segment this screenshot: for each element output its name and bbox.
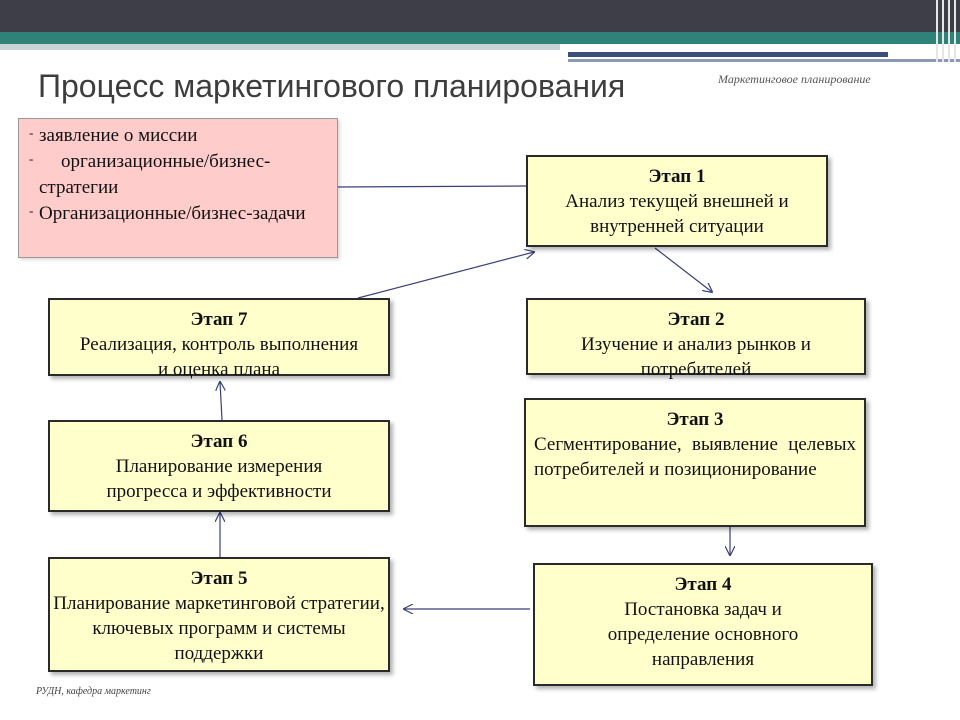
stage-1-box: Этап 1 Анализ текущей внешней и внутренн… bbox=[526, 155, 828, 247]
header-dark-bar bbox=[0, 0, 960, 32]
header-corner-lines bbox=[932, 0, 960, 62]
dash-bullet: - bbox=[29, 203, 34, 218]
stage-label: Этап 5 bbox=[190, 568, 248, 589]
connector-mission-to-stage1 bbox=[337, 185, 527, 188]
mission-item: - заявление о миссии bbox=[27, 123, 331, 149]
stage-text: Планирование измерения прогресса и эффек… bbox=[106, 456, 332, 502]
dash-bullet: - bbox=[29, 151, 34, 166]
header-note: Маркетинговое планирование bbox=[718, 72, 871, 86]
arrow-stage7-to-stage1 bbox=[357, 252, 534, 299]
header-navy-thin-bar bbox=[568, 59, 960, 62]
mission-box: - заявление о миссии - организационные/б… bbox=[18, 118, 338, 258]
mission-item-text: заявление о миссии bbox=[39, 125, 198, 146]
header-teal-bar bbox=[0, 32, 960, 44]
mission-item-text: Организационные/бизнес-задачи bbox=[39, 203, 306, 224]
stage-label: Этап 1 bbox=[648, 166, 706, 187]
stage-3-box: Этап 3 Сегментирование, выявление целевы… bbox=[524, 398, 866, 527]
stage-label: Этап 6 bbox=[190, 431, 248, 452]
stage-7-box: Этап 7 Реализация, контроль выполнения и… bbox=[48, 298, 390, 380]
stage-label: Этап 4 bbox=[674, 574, 732, 595]
stage-label: Этап 3 bbox=[666, 409, 724, 430]
dash-bullet: - bbox=[29, 125, 34, 140]
mission-item-text: организационные/бизнес-стратегии bbox=[39, 151, 271, 198]
stage-text: Изучение и анализ рынков и потребителей bbox=[581, 334, 811, 380]
stage-6-box: Этап 6 Планирование измерения прогресса … bbox=[48, 420, 390, 512]
stage-2-box: Этап 2 Изучение и анализ рынков и потреб… bbox=[526, 298, 866, 380]
mission-item: - Организационные/бизнес-задачи bbox=[27, 201, 331, 227]
stage-text: Анализ текущей внешней и внутренней ситу… bbox=[565, 191, 789, 237]
header-navy-bar bbox=[568, 52, 888, 57]
stage-label: Этап 2 bbox=[667, 309, 725, 330]
stage-4-box: Этап 4 Постановка задач и определение ос… bbox=[533, 563, 873, 686]
arrow-stage1-to-stage2 bbox=[654, 247, 712, 292]
stage-text: Планирование маркетинговой стратегии, кл… bbox=[53, 593, 385, 664]
stage-label: Этап 7 bbox=[190, 309, 248, 330]
arrow-stage6-to-stage7 bbox=[220, 382, 222, 421]
mission-item: - организационные/бизнес-стратегии bbox=[27, 149, 331, 201]
stage-text: Постановка задач и определение основного… bbox=[607, 599, 799, 670]
stage-text: Сегментирование, выявление целевых потре… bbox=[534, 434, 856, 480]
stage-5-box: Этап 5 Планирование маркетинговой страте… bbox=[48, 557, 390, 672]
header-grey-bar bbox=[0, 44, 560, 50]
footer-note: РУДН, кафедра маркетинг bbox=[36, 686, 151, 697]
stage-text: Реализация, контроль выполнения и оценка… bbox=[79, 334, 359, 380]
page-title: Процесс маркетингового планирования bbox=[38, 68, 626, 104]
